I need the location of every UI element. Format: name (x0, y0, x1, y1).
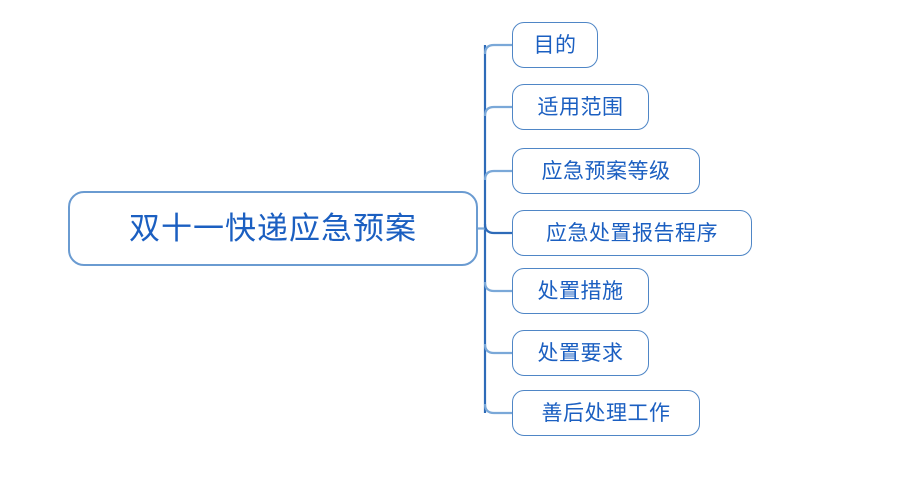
child-node-label: 处置要求 (537, 340, 624, 365)
connector-branch-0 (483, 43, 512, 55)
child-node[interactable]: 处置措施 (512, 268, 649, 314)
child-node-label: 应急预案等级 (541, 158, 671, 183)
connector-branch-4 (483, 281, 512, 293)
connector-branch-5 (483, 343, 512, 355)
child-node[interactable]: 应急处置报告程序 (512, 210, 752, 256)
child-node[interactable]: 适用范围 (512, 84, 649, 130)
child-node-label: 处置措施 (537, 278, 624, 303)
child-node-label: 善后处理工作 (541, 400, 671, 425)
child-node[interactable]: 善后处理工作 (512, 390, 700, 436)
root-node[interactable]: 双十一快递应急预案 (68, 191, 478, 266)
connector-branch-2 (483, 169, 512, 181)
connector-branch-3 (483, 223, 512, 235)
connector-branch-6 (483, 403, 512, 415)
child-node-label: 应急处置报告程序 (546, 220, 718, 245)
child-node[interactable]: 目的 (512, 22, 598, 68)
child-node[interactable]: 应急预案等级 (512, 148, 700, 194)
child-node-label: 适用范围 (537, 94, 624, 119)
child-node[interactable]: 处置要求 (512, 330, 649, 376)
connector-branch-1 (483, 105, 512, 117)
root-node-label: 双十一快递应急预案 (129, 211, 417, 246)
child-node-label: 目的 (533, 32, 577, 57)
